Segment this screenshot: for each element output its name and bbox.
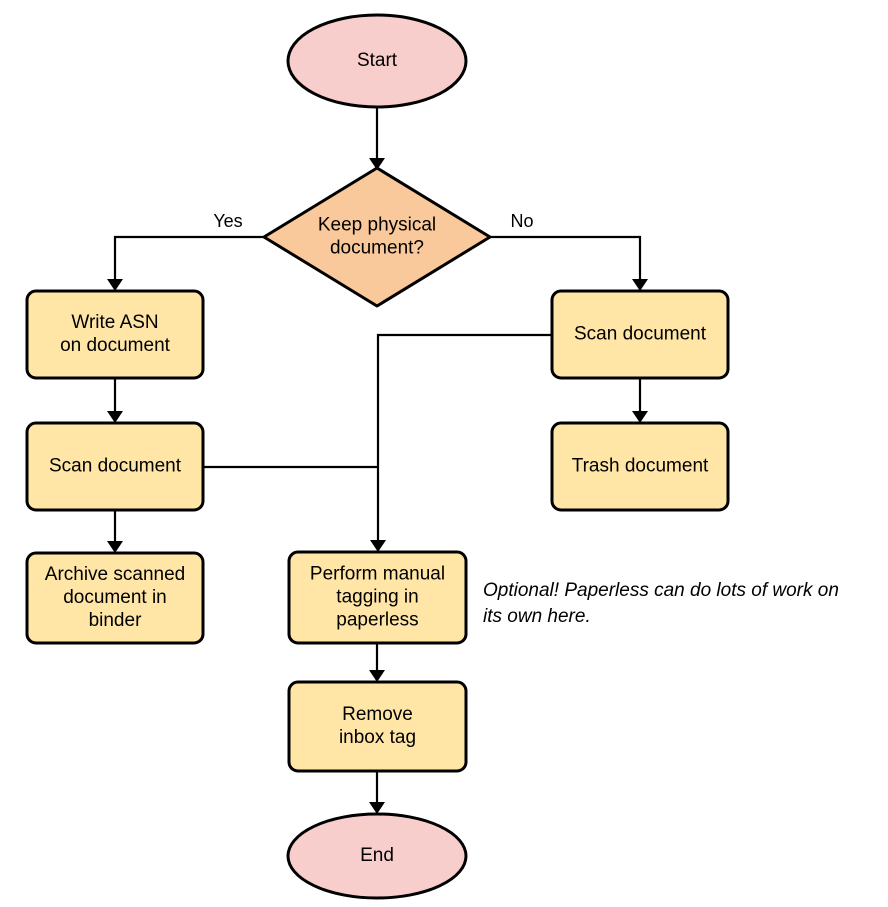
terminator-shape bbox=[286, 13, 468, 109]
terminator-shape bbox=[286, 812, 468, 900]
annotation-line: Optional! Paperless can do lots of work … bbox=[483, 580, 839, 601]
node-scan-document-left[interactable]: Scan document bbox=[25, 421, 205, 512]
edge-edge-tagging-removetag bbox=[369, 643, 385, 682]
edge-edge-writeasn-scanleft bbox=[107, 378, 123, 423]
edge-edge-removetag-end bbox=[369, 771, 385, 814]
arrowhead-icon bbox=[369, 670, 385, 682]
arrowhead-icon bbox=[370, 540, 386, 552]
edge-path bbox=[113, 235, 264, 283]
edges-layer: Yes No bbox=[107, 107, 648, 814]
arrowhead-icon bbox=[632, 411, 648, 423]
arrowhead-icon bbox=[632, 279, 648, 291]
node-end[interactable]: End bbox=[286, 812, 468, 900]
edge-path bbox=[376, 333, 552, 544]
annotation-line: its own here. bbox=[483, 606, 591, 627]
arrowhead-icon bbox=[369, 158, 385, 170]
edge-edge-scanright-tagging bbox=[370, 333, 552, 552]
node-label-archive-binder: binder bbox=[89, 610, 142, 631]
node-label-manual-tagging: paperless bbox=[336, 610, 418, 631]
process-shape bbox=[550, 289, 730, 380]
annotations-layer: Optional! Paperless can do lots of work … bbox=[483, 580, 839, 627]
node-label-remove-inbox-tag: inbox tag bbox=[339, 727, 416, 748]
process-shape bbox=[550, 421, 730, 512]
node-label-archive-binder: document in bbox=[63, 587, 167, 608]
process-shape bbox=[25, 551, 205, 645]
node-label-scan-document-left: Scan document bbox=[49, 456, 182, 477]
process-shape bbox=[287, 550, 468, 645]
edge-edge-decision-no: No bbox=[490, 211, 648, 291]
node-label-decision-keep-physical: document? bbox=[330, 238, 424, 259]
node-start[interactable]: Start bbox=[286, 13, 468, 109]
node-label-trash-document: Trash document bbox=[572, 456, 709, 477]
annotation-optional-note: Optional! Paperless can do lots of work … bbox=[483, 580, 839, 627]
process-shape bbox=[25, 421, 205, 512]
node-label-archive-binder: Archive scanned bbox=[45, 564, 185, 585]
node-label-scan-document-right: Scan document bbox=[574, 324, 707, 345]
node-label-end: End bbox=[360, 845, 394, 866]
decision-shape bbox=[262, 166, 492, 308]
node-label-manual-tagging: tagging in bbox=[336, 587, 418, 608]
node-scan-document-right[interactable]: Scan document bbox=[550, 289, 730, 380]
node-label-write-asn: on document bbox=[60, 335, 171, 356]
process-shape bbox=[287, 680, 468, 773]
edge-edge-start-decision bbox=[369, 107, 385, 170]
node-label-remove-inbox-tag: Remove bbox=[342, 704, 413, 725]
process-shape bbox=[25, 289, 205, 380]
edge-label-yes: Yes bbox=[213, 211, 242, 231]
node-trash-document[interactable]: Trash document bbox=[550, 421, 730, 512]
arrowhead-icon bbox=[107, 279, 123, 291]
edge-edge-scanleft-archive bbox=[107, 510, 123, 553]
edge-label-no: No bbox=[510, 211, 533, 231]
edge-edge-scanright-trash bbox=[632, 378, 648, 423]
arrowhead-icon bbox=[107, 541, 123, 553]
arrowhead-icon bbox=[369, 802, 385, 814]
edge-edge-decision-yes: Yes bbox=[107, 211, 264, 291]
node-label-write-asn: Write ASN bbox=[71, 312, 158, 333]
node-label-start: Start bbox=[357, 50, 398, 71]
arrowhead-icon bbox=[107, 411, 123, 423]
node-label-manual-tagging: Perform manual bbox=[310, 564, 445, 585]
edge-path bbox=[490, 235, 642, 283]
node-label-decision-keep-physical: Keep physical bbox=[318, 215, 436, 236]
